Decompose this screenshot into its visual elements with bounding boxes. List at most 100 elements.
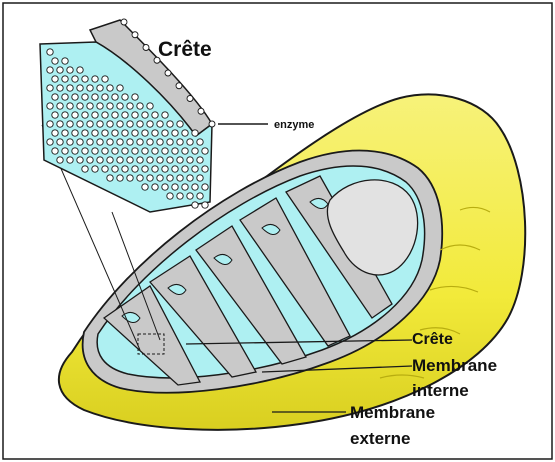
enzyme-particle — [162, 112, 168, 118]
label-membrane-externe-1: Membrane — [350, 403, 435, 422]
enzyme-particle — [67, 103, 73, 109]
enzyme-particle — [112, 112, 118, 118]
enzyme-particle — [202, 184, 208, 190]
enzyme-particle — [77, 139, 83, 145]
label-crete: Crête — [412, 331, 453, 348]
enzyme-particle — [137, 157, 143, 163]
enzyme-particle — [102, 148, 108, 154]
enzyme-particle — [52, 130, 58, 136]
enzyme-particle — [62, 76, 68, 82]
enzyme-particle — [152, 130, 158, 136]
enzyme-particle — [157, 139, 163, 145]
enzyme-particle — [177, 121, 183, 127]
enzyme-particle — [137, 121, 143, 127]
enzyme-particle — [162, 130, 168, 136]
enzyme-particle — [117, 157, 123, 163]
enzyme-particle — [112, 130, 118, 136]
enzyme-particle — [192, 166, 198, 172]
enzyme-particle — [192, 184, 198, 190]
enzyme-particle — [52, 58, 58, 64]
enzyme-particle — [172, 148, 178, 154]
enzyme-particle — [92, 94, 98, 100]
enzyme-particle — [102, 112, 108, 118]
enzyme-particle — [142, 148, 148, 154]
enzyme-particle — [157, 157, 163, 163]
enzyme-particle — [142, 184, 148, 190]
enzyme-particle — [72, 76, 78, 82]
enzyme-particle — [57, 157, 63, 163]
enzyme-particle — [57, 85, 63, 91]
enzyme-particle — [92, 76, 98, 82]
enzyme-particle — [67, 139, 73, 145]
enzyme-particle — [147, 139, 153, 145]
enzyme-particle — [92, 166, 98, 172]
enzyme-particle — [52, 94, 58, 100]
enzyme-particle — [117, 175, 123, 181]
enzyme-particle — [82, 94, 88, 100]
enzyme-particle — [152, 112, 158, 118]
enzyme-particle — [82, 148, 88, 154]
enzyme-particle — [209, 121, 215, 127]
enzyme-particle — [47, 121, 53, 127]
enzyme-particle — [198, 108, 204, 114]
enzyme-particle — [97, 85, 103, 91]
enzyme-particle — [72, 130, 78, 136]
enzyme-particle — [182, 130, 188, 136]
enzyme-particle — [112, 166, 118, 172]
enzyme-particle — [137, 139, 143, 145]
enzyme-particle — [142, 130, 148, 136]
enzyme-particle — [82, 166, 88, 172]
enzyme-particle — [87, 139, 93, 145]
enzyme-particle — [57, 139, 63, 145]
enzyme-particle — [47, 49, 53, 55]
enzyme-particle — [176, 83, 182, 89]
enzyme-particle — [77, 157, 83, 163]
enzyme-particle — [77, 67, 83, 73]
enzyme-particle — [182, 184, 188, 190]
enzyme-particle — [187, 175, 193, 181]
enzyme-particle — [132, 130, 138, 136]
enzyme-particle — [165, 70, 171, 76]
enzyme-particle — [92, 112, 98, 118]
enzyme-particle — [127, 175, 133, 181]
enzyme-particle — [172, 130, 178, 136]
enzyme-particle — [82, 130, 88, 136]
enzyme-particle — [107, 85, 113, 91]
enzyme-particle — [132, 148, 138, 154]
enzyme-particle — [72, 94, 78, 100]
enzyme-particle — [57, 121, 63, 127]
enzyme-particle — [97, 103, 103, 109]
enzyme-particle — [72, 112, 78, 118]
enzyme-particle — [72, 148, 78, 154]
enzyme-particle — [167, 121, 173, 127]
enzyme-particle — [147, 157, 153, 163]
enzyme-particle — [47, 103, 53, 109]
enzyme-particle — [197, 193, 203, 199]
enzyme-particle — [122, 94, 128, 100]
enzyme-particle — [167, 157, 173, 163]
enzyme-particle — [52, 76, 58, 82]
enzyme-particle — [162, 166, 168, 172]
label-membrane-interne-2: interne — [412, 381, 469, 400]
enzyme-particle — [157, 121, 163, 127]
enzyme-particle — [152, 166, 158, 172]
enzyme-particle — [117, 139, 123, 145]
enzyme-particle — [107, 103, 113, 109]
enzyme-particle — [187, 157, 193, 163]
enzyme-particle — [122, 166, 128, 172]
enzyme-particle — [62, 112, 68, 118]
enzyme-particle — [102, 76, 108, 82]
enzyme-particle — [132, 166, 138, 172]
enzyme-particle — [57, 67, 63, 73]
enzyme-particle — [107, 157, 113, 163]
enzyme-particle — [182, 166, 188, 172]
enzyme-particle — [162, 184, 168, 190]
enzyme-particle — [127, 103, 133, 109]
enzyme-particle — [97, 121, 103, 127]
enzyme-particle — [117, 121, 123, 127]
enzyme-particle — [121, 19, 127, 25]
enzyme-particle — [122, 112, 128, 118]
label-crete-top: Crête — [158, 38, 212, 61]
enzyme-particle — [177, 193, 183, 199]
